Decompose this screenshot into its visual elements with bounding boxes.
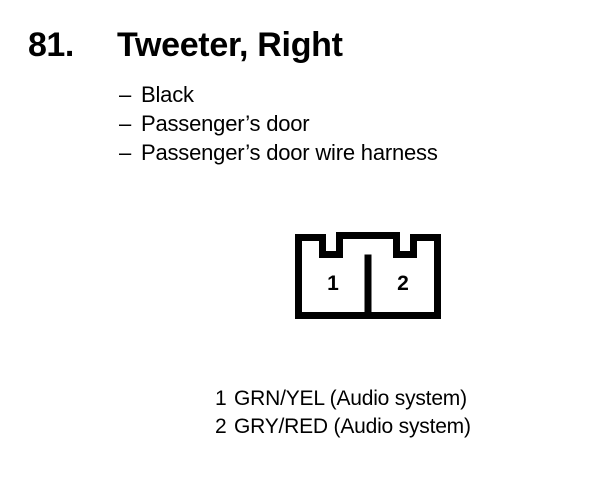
pin-number-2: 2 [397, 272, 409, 295]
dash-icon: – [119, 82, 132, 107]
attribute-harness: Passenger’s door wire harness [141, 140, 438, 165]
pin-number-1: 1 [327, 272, 339, 295]
dash-icon: – [119, 111, 132, 136]
connector-body-path [295, 232, 441, 319]
attribute-color: Black [141, 82, 194, 107]
page-title: Tweeter, Right [117, 26, 343, 64]
legend-pin-description: GRN/YEL (Audio system) [234, 387, 467, 410]
connector-center-slot [346, 242, 390, 251]
page-header: 81. Tweeter, Right [0, 24, 608, 70]
connector-outline-svg: 1 2 [295, 232, 441, 319]
legend-row: 1 GRN/YEL (Audio system) [215, 385, 575, 413]
attribute-list: – Black – Passenger’s door – Passenger’s… [119, 80, 579, 167]
legend-pin-number: 2 [215, 415, 227, 438]
dash-icon: – [119, 140, 132, 165]
list-item: – Passenger’s door wire harness [119, 138, 579, 167]
connector-diagram: 1 2 [288, 228, 448, 328]
item-number: 81. [28, 26, 74, 64]
legend-pin-number: 1 [215, 387, 227, 410]
legend-row: 2 GRY/RED (Audio system) [215, 413, 575, 441]
attribute-location: Passenger’s door [141, 111, 310, 136]
list-item: – Black [119, 80, 579, 109]
pin-legend: 1 GRN/YEL (Audio system) 2 GRY/RED (Audi… [215, 385, 575, 441]
legend-pin-description: GRY/RED (Audio system) [234, 415, 471, 438]
list-item: – Passenger’s door [119, 109, 579, 138]
